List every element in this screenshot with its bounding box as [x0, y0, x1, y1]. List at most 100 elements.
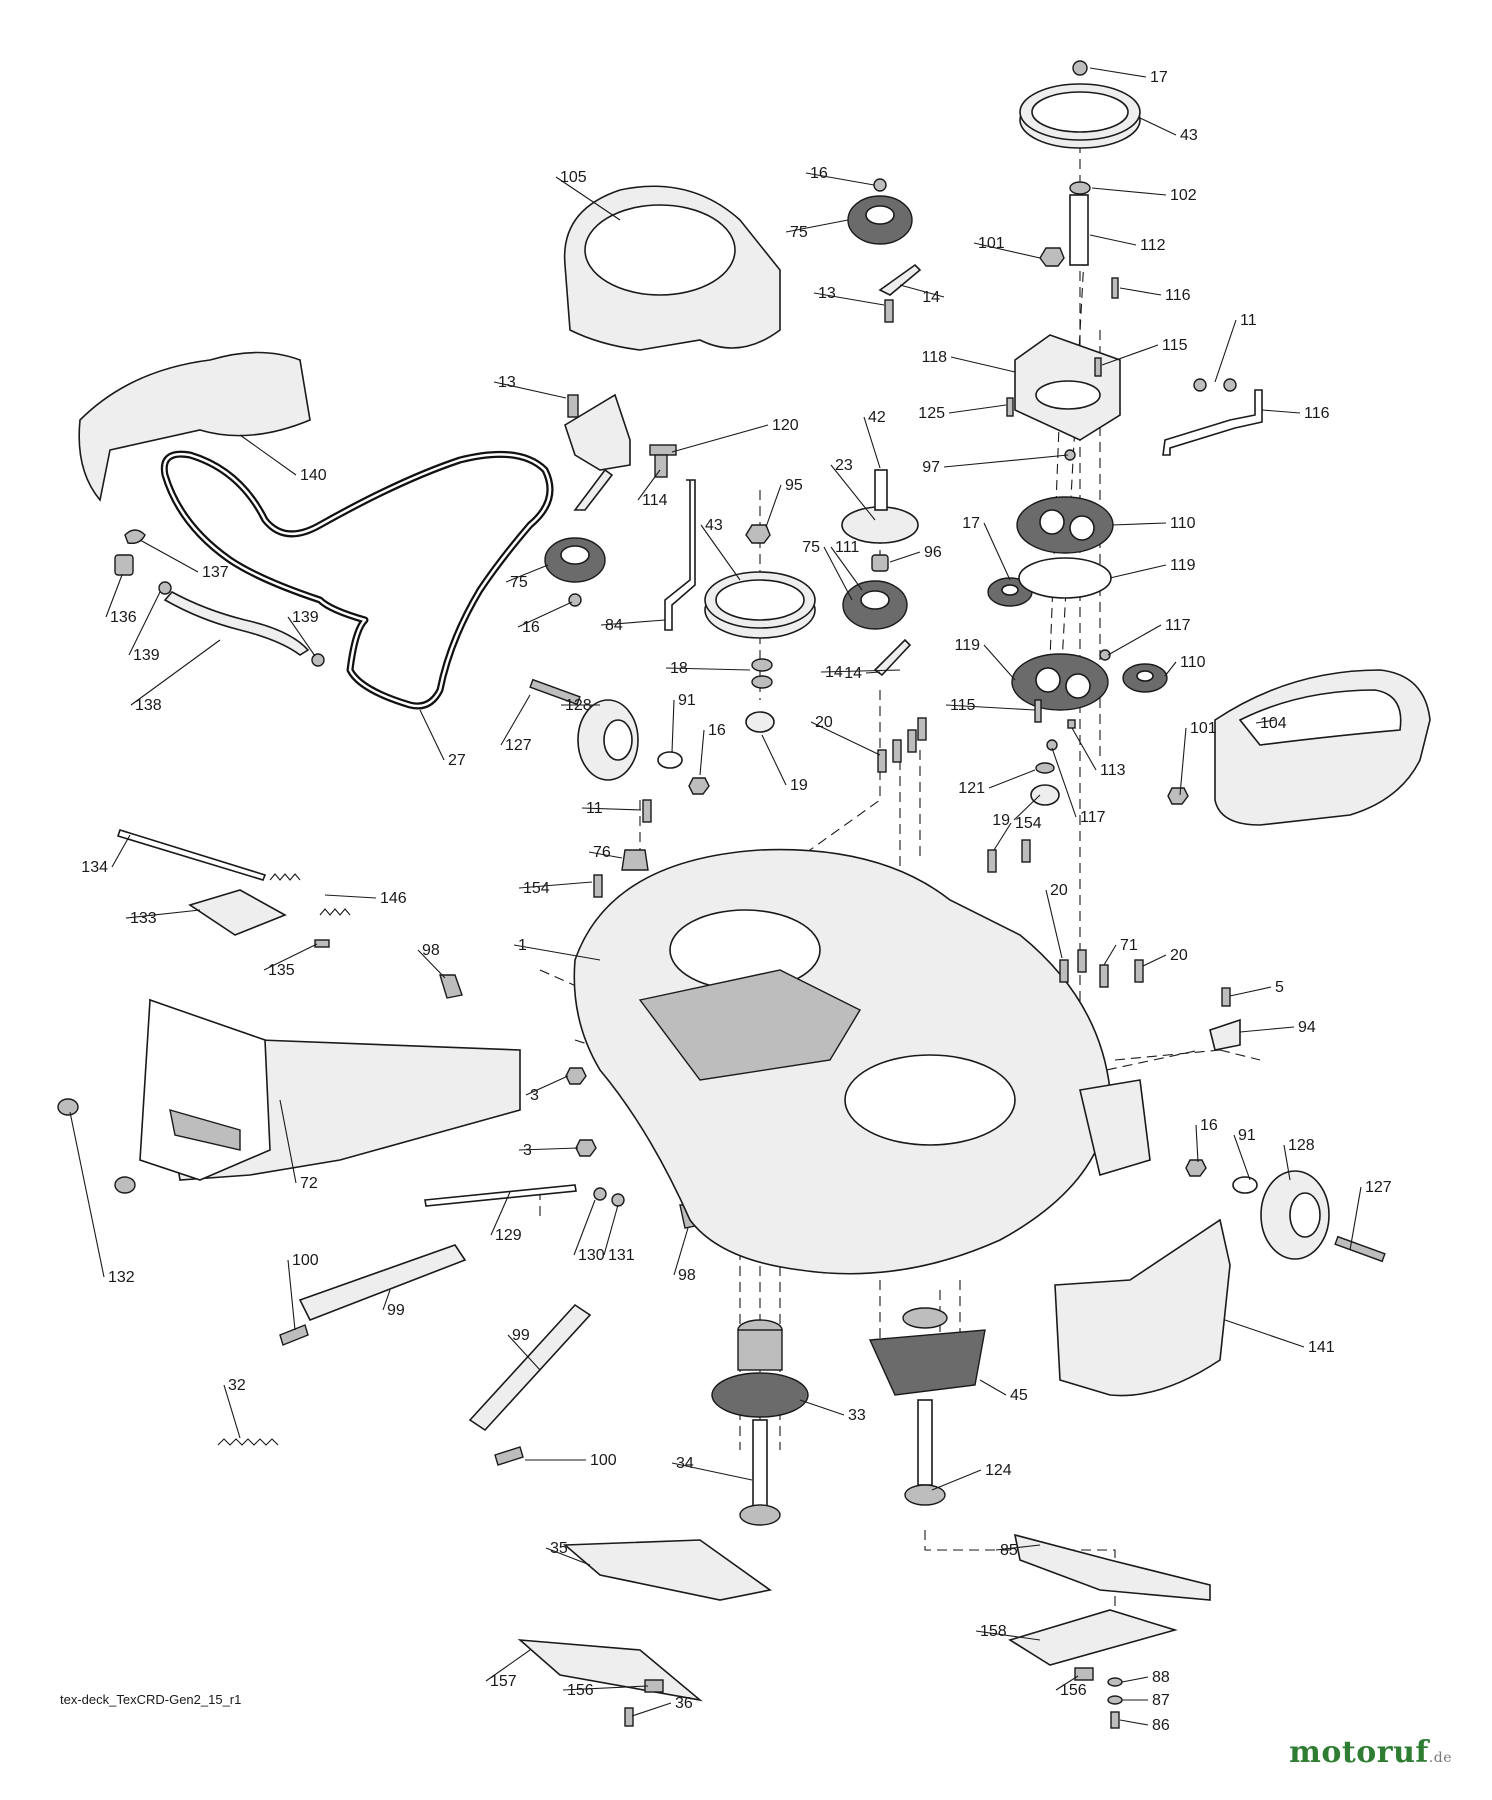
leader-line [545, 1547, 591, 1566]
part-callout-label: 127 [505, 737, 532, 754]
part-callout-label: 137 [202, 564, 229, 581]
leader-line [1101, 344, 1159, 366]
bolt-154-right-b [1021, 839, 1031, 863]
spring-32 [217, 1438, 279, 1446]
nut-17-top [1072, 60, 1088, 76]
part-callout-label: 114 [642, 492, 668, 509]
fitting-136 [114, 554, 134, 576]
leader-line [1142, 954, 1167, 967]
leader-line [1103, 944, 1117, 966]
leader-line [995, 1544, 1041, 1551]
part-callout-label: 115 [950, 697, 976, 714]
leader-line [820, 669, 901, 673]
part-callout-label: 20 [815, 714, 833, 731]
leader-line [671, 699, 675, 753]
bearing-19-right [1030, 784, 1060, 806]
blade-85 [1013, 1533, 1211, 1601]
leader-line [493, 381, 567, 399]
part-callout-label: 131 [608, 1247, 635, 1264]
part-callout-label: 33 [848, 1407, 866, 1424]
wing-nut-132-a [57, 1098, 79, 1116]
leader-line [139, 539, 199, 573]
nut-16-left [568, 593, 582, 607]
leader-line [799, 1399, 845, 1416]
leader-line [1214, 319, 1237, 383]
bolt-95 [654, 454, 668, 478]
leader-line [863, 416, 881, 469]
leader-line [993, 822, 1012, 851]
leader-line [931, 1469, 982, 1491]
part-callout-label: 17 [1150, 69, 1168, 86]
plate-118-cutout [1035, 380, 1101, 410]
leader-line [1071, 727, 1097, 771]
bolt-13-top [884, 299, 894, 323]
leader-line [761, 734, 787, 786]
hose-138 [163, 590, 310, 656]
clamp-139-right [311, 653, 325, 667]
leader-line [1107, 624, 1162, 656]
part-callout-label: 112 [1140, 237, 1166, 254]
leader-line [830, 546, 863, 591]
bracket-125 [564, 393, 631, 471]
part-callout-label: 119 [954, 637, 980, 654]
leader-line [973, 242, 1041, 259]
part-callout-label: 20 [1170, 947, 1188, 964]
part-callout-label: 94 [1298, 1019, 1316, 1036]
leader-line [263, 943, 318, 971]
leader-line [805, 172, 875, 186]
nut-16-wheel-right [1185, 1159, 1207, 1177]
part-callout-label: 128 [1288, 1137, 1315, 1154]
leader-line [588, 851, 623, 859]
part-callout-label: 16 [810, 165, 828, 182]
leader-line [988, 769, 1036, 789]
leader-line [1119, 287, 1162, 296]
leader-line [1195, 1124, 1199, 1163]
blade-158 [1008, 1609, 1178, 1666]
bolt-13-upper-left [567, 394, 579, 418]
leader-line [830, 464, 876, 521]
leader-line [417, 949, 446, 979]
part-callout-label: 85 [1000, 1542, 1018, 1559]
leader-line [945, 704, 1036, 711]
leader-line [1139, 117, 1177, 136]
leader-line [518, 1147, 579, 1151]
leader-line [671, 424, 769, 453]
brand-logo[interactable]: motoruf.de [1289, 1735, 1452, 1770]
leader-line [1179, 727, 1187, 796]
part-callout-label: 116 [1165, 287, 1191, 304]
leader-line [1109, 564, 1167, 579]
part-callout-label: 43 [705, 517, 723, 534]
part-callout-label: 14 [922, 289, 940, 306]
part-callout-label: 119 [1170, 557, 1196, 574]
leader-line [1051, 747, 1077, 818]
part-callout-label: 23 [835, 457, 853, 474]
part-callout-label: 120 [772, 417, 799, 434]
part-callout-label: 128 [565, 697, 592, 714]
bracket-94 [1209, 1018, 1241, 1051]
part-callout-label: 84 [605, 617, 623, 634]
leader-line [485, 1649, 531, 1682]
nut-101-lower [1167, 787, 1189, 805]
part-callout-label: 125 [918, 405, 945, 422]
leader-line [1045, 889, 1063, 959]
part-callout-label: 43 [1180, 127, 1198, 144]
part-callout-label: 139 [292, 609, 319, 626]
pin-135 [314, 939, 330, 948]
washer-88 [1107, 1677, 1123, 1687]
leader-line [983, 644, 1016, 681]
leader-line [555, 176, 621, 221]
leader-line [899, 284, 945, 298]
bolt-127-left [529, 678, 581, 706]
spindle-45 [868, 1307, 986, 1396]
pulley-43-mid [704, 571, 816, 639]
part-callout-label: 158 [980, 1623, 1007, 1640]
leader-line [128, 591, 161, 656]
part-callout-label: 134 [81, 859, 108, 876]
nut-11-b [1223, 378, 1237, 392]
part-callout-label: 16 [1200, 1117, 1218, 1134]
part-callout-label: 88 [1152, 1669, 1170, 1686]
washer-91-right [1232, 1176, 1258, 1194]
leader-line [517, 601, 573, 628]
leader-line [287, 1259, 296, 1331]
